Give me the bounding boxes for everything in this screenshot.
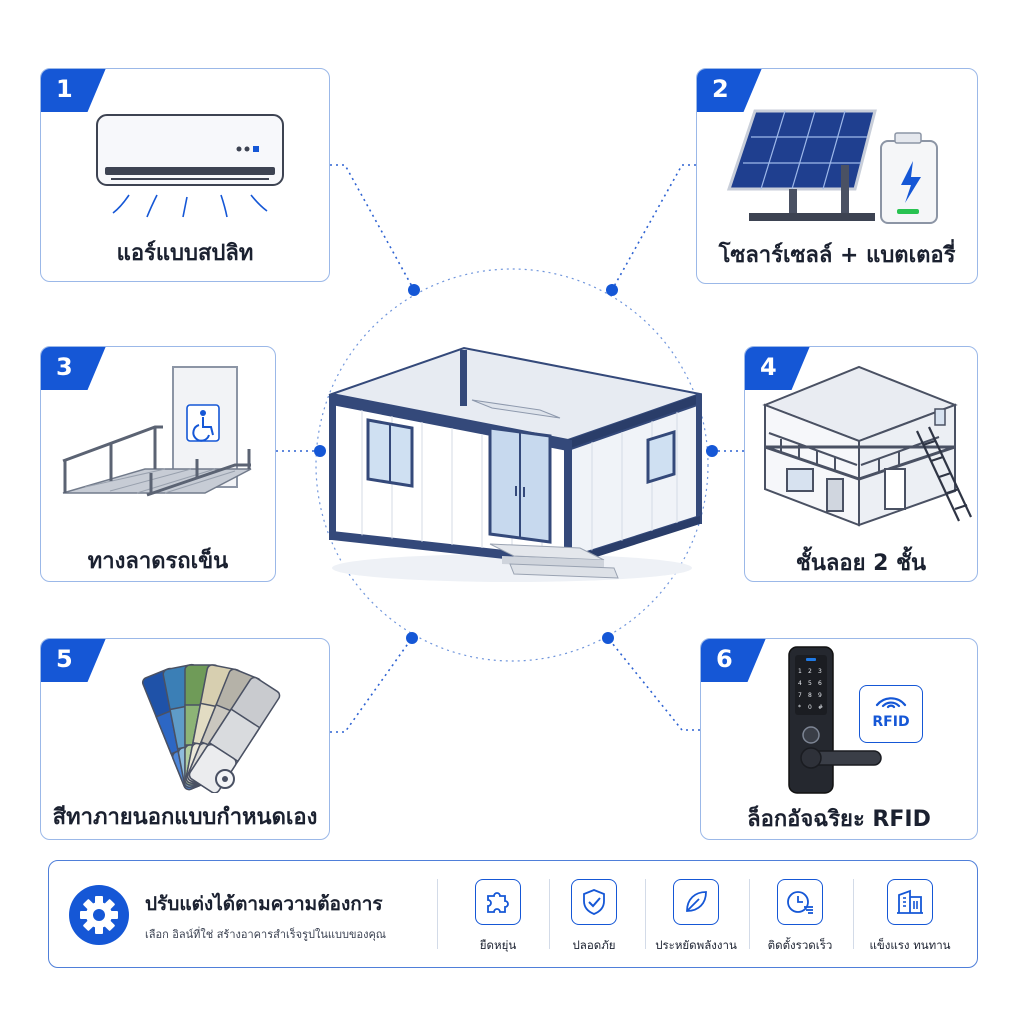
connector-dot xyxy=(406,632,418,644)
divider xyxy=(645,879,646,949)
footer-subtitle: เลือก อิลน์ที่ใช่ สร้างอาคารสำเร็จรูปในแ… xyxy=(145,928,387,941)
card-label: แอร์แบบสปลิท xyxy=(116,241,254,266)
svg-text:7: 7 xyxy=(798,692,802,699)
svg-text:0: 0 xyxy=(808,704,812,711)
rfid-tag-text: RFID xyxy=(872,714,910,730)
divider xyxy=(437,879,438,949)
feature-card-3[interactable]: 3 ทางลาดรถเข็น xyxy=(40,346,276,582)
solar-panel-battery-icon xyxy=(726,109,938,224)
card-label: ชั้นลอย 2 ชั้น xyxy=(795,551,927,576)
feature-label: ติดตั้งรวดเร็ว xyxy=(767,938,833,952)
wheelchair-ramp-icon xyxy=(62,366,252,497)
connector-dot xyxy=(606,284,618,296)
customization-footer: ปรับแต่งได้ตามความต้องการ เลือก อิลน์ที่… xyxy=(48,860,978,968)
card-label: สีทาภายนอกแบบกำหนดเอง xyxy=(52,805,318,830)
modular-container-house-illustration xyxy=(328,346,702,582)
connector-dot xyxy=(706,445,718,457)
svg-text:4: 4 xyxy=(798,680,802,687)
svg-text:*: * xyxy=(798,704,801,711)
divider xyxy=(853,879,854,949)
svg-text:3: 3 xyxy=(818,668,822,675)
connector-dot xyxy=(314,445,326,457)
feature-label: ปลอดภัย xyxy=(572,938,616,952)
card-label: โซลาร์เซลล์ + แบตเตอรี่ xyxy=(718,243,956,268)
feature-card-5[interactable]: 5 สีทาภายนอกแบบกำหนดเอง xyxy=(40,638,330,840)
two-story-mezzanine-icon xyxy=(762,365,972,527)
svg-text:#: # xyxy=(818,704,823,711)
svg-text:8: 8 xyxy=(808,692,812,699)
puzzle-icon xyxy=(475,879,521,925)
svg-text:9: 9 xyxy=(818,692,822,699)
feature-durable: แข็งแรง ทนทาน xyxy=(861,879,959,955)
feature-card-4[interactable]: 4 ชั้นลอย 2 ชั้น xyxy=(744,346,978,582)
feature-label: ยืดหยุ่น xyxy=(479,938,517,952)
feature-label: ประหยัดพลังงาน xyxy=(655,938,737,952)
feature-label: แข็งแรง ทนทาน xyxy=(869,938,951,952)
shield-check-icon xyxy=(571,879,617,925)
divider xyxy=(749,879,750,949)
connector-dot xyxy=(408,284,420,296)
gear-icon xyxy=(67,883,131,947)
clock-speed-icon xyxy=(777,879,823,925)
feature-flexible: ยืดหยุ่น xyxy=(449,879,547,955)
leaf-icon xyxy=(673,879,719,925)
footer-title: ปรับแต่งได้ตามความต้องการ xyxy=(145,893,383,915)
rfid-tag: RFID xyxy=(859,685,923,743)
svg-text:6: 6 xyxy=(818,680,822,687)
svg-text:5: 5 xyxy=(808,680,812,687)
color-swatch-fan-icon xyxy=(141,663,281,793)
connector-dot xyxy=(602,632,614,644)
card-label: ล็อกอัจฉริยะ RFID xyxy=(747,807,931,832)
air-conditioner-icon xyxy=(96,114,284,218)
feature-card-2[interactable]: 2 โซลาร์เซลล์ + แบตเตอรี่ xyxy=(696,68,978,284)
divider xyxy=(549,879,550,949)
wireless-signal-icon xyxy=(875,697,907,709)
feature-safe: ปลอดภัย xyxy=(545,879,643,955)
card-label: ทางลาดรถเข็น xyxy=(87,549,229,574)
feature-card-1[interactable]: 1 แอร์แบบสปลิท xyxy=(40,68,330,282)
card-number-badge: 5 xyxy=(41,639,106,682)
building-icon xyxy=(887,879,933,925)
feature-fast-install: ติดตั้งรวดเร็ว xyxy=(751,879,849,955)
feature-energy-saving: ประหยัดพลังงาน xyxy=(647,879,745,955)
card-number-badge: 1 xyxy=(41,69,106,112)
card-number-badge: 6 xyxy=(701,639,766,682)
svg-text:1: 1 xyxy=(798,668,802,675)
svg-text:2: 2 xyxy=(808,668,812,675)
